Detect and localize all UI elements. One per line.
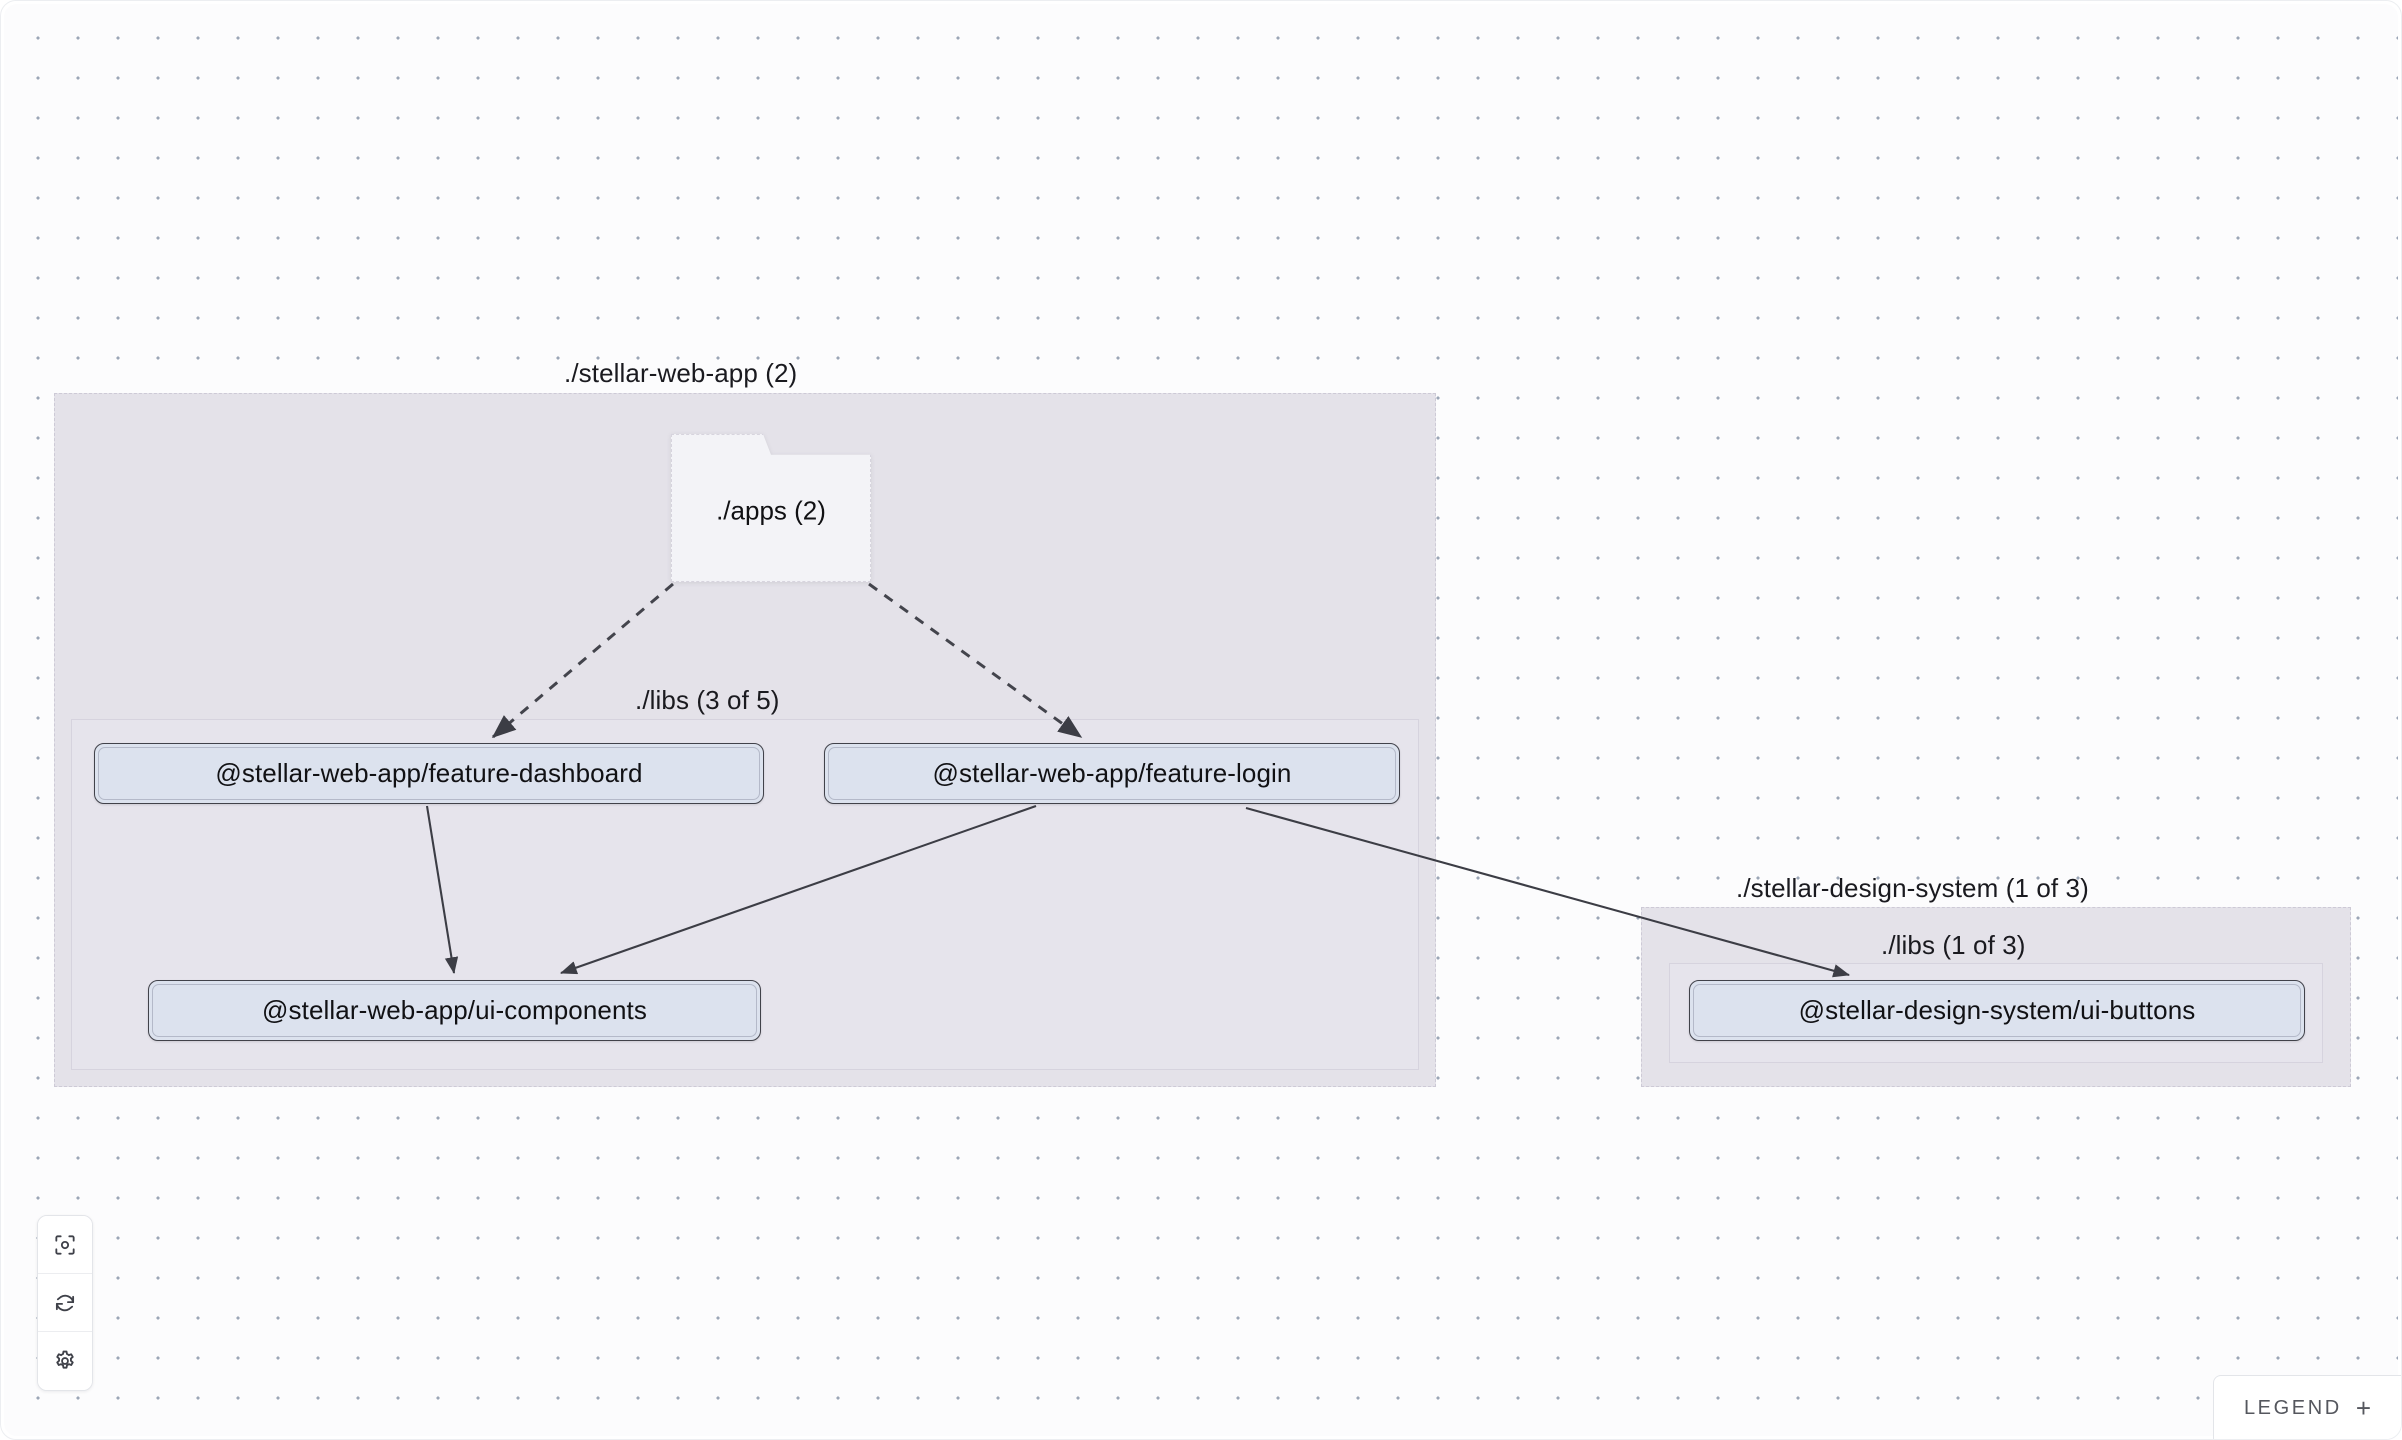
project-node-label: @stellar-web-app/ui-components — [262, 995, 647, 1025]
project-node-feature-dashboard[interactable]: @stellar-web-app/feature-dashboard — [94, 743, 764, 804]
legend-label: LEGEND — [2243, 1396, 2342, 1419]
group-label-stellar-design-system: ./stellar-design-system (1 of 3) — [1736, 873, 2089, 903]
folder-node-label: ./apps (2) — [716, 495, 826, 526]
focus-target-icon — [52, 1232, 78, 1258]
legend-panel[interactable]: LEGEND + — [2212, 1375, 2401, 1439]
refresh-graph-button[interactable] — [38, 1274, 92, 1332]
group-label-stellar-design-system-libs: ./libs (1 of 3) — [1881, 930, 2026, 960]
project-node-label: @stellar-design-system/ui-buttons — [1798, 995, 2196, 1025]
canvas-tool-rail[interactable] — [37, 1215, 93, 1391]
group-label-stellar-web-app-libs: ./libs (3 of 5) — [635, 685, 780, 715]
gear-icon — [52, 1348, 78, 1374]
folder-node-apps[interactable]: ./apps (2) — [671, 434, 871, 582]
folder-shape — [671, 434, 871, 582]
project-node-ui-components[interactable]: @stellar-web-app/ui-components — [148, 980, 761, 1041]
focus-graph-button[interactable] — [38, 1216, 92, 1274]
project-node-label: @stellar-web-app/feature-dashboard — [215, 758, 643, 788]
legend-expand-icon[interactable]: + — [2355, 1393, 2371, 1423]
group-label-stellar-web-app: ./stellar-web-app (2) — [564, 358, 798, 388]
project-node-ui-buttons[interactable]: @stellar-design-system/ui-buttons — [1689, 980, 2305, 1041]
refresh-icon — [52, 1290, 78, 1316]
project-node-label: @stellar-web-app/feature-login — [932, 758, 1292, 788]
graph-settings-button[interactable] — [38, 1332, 92, 1390]
project-node-feature-login[interactable]: @stellar-web-app/feature-login — [824, 743, 1400, 804]
